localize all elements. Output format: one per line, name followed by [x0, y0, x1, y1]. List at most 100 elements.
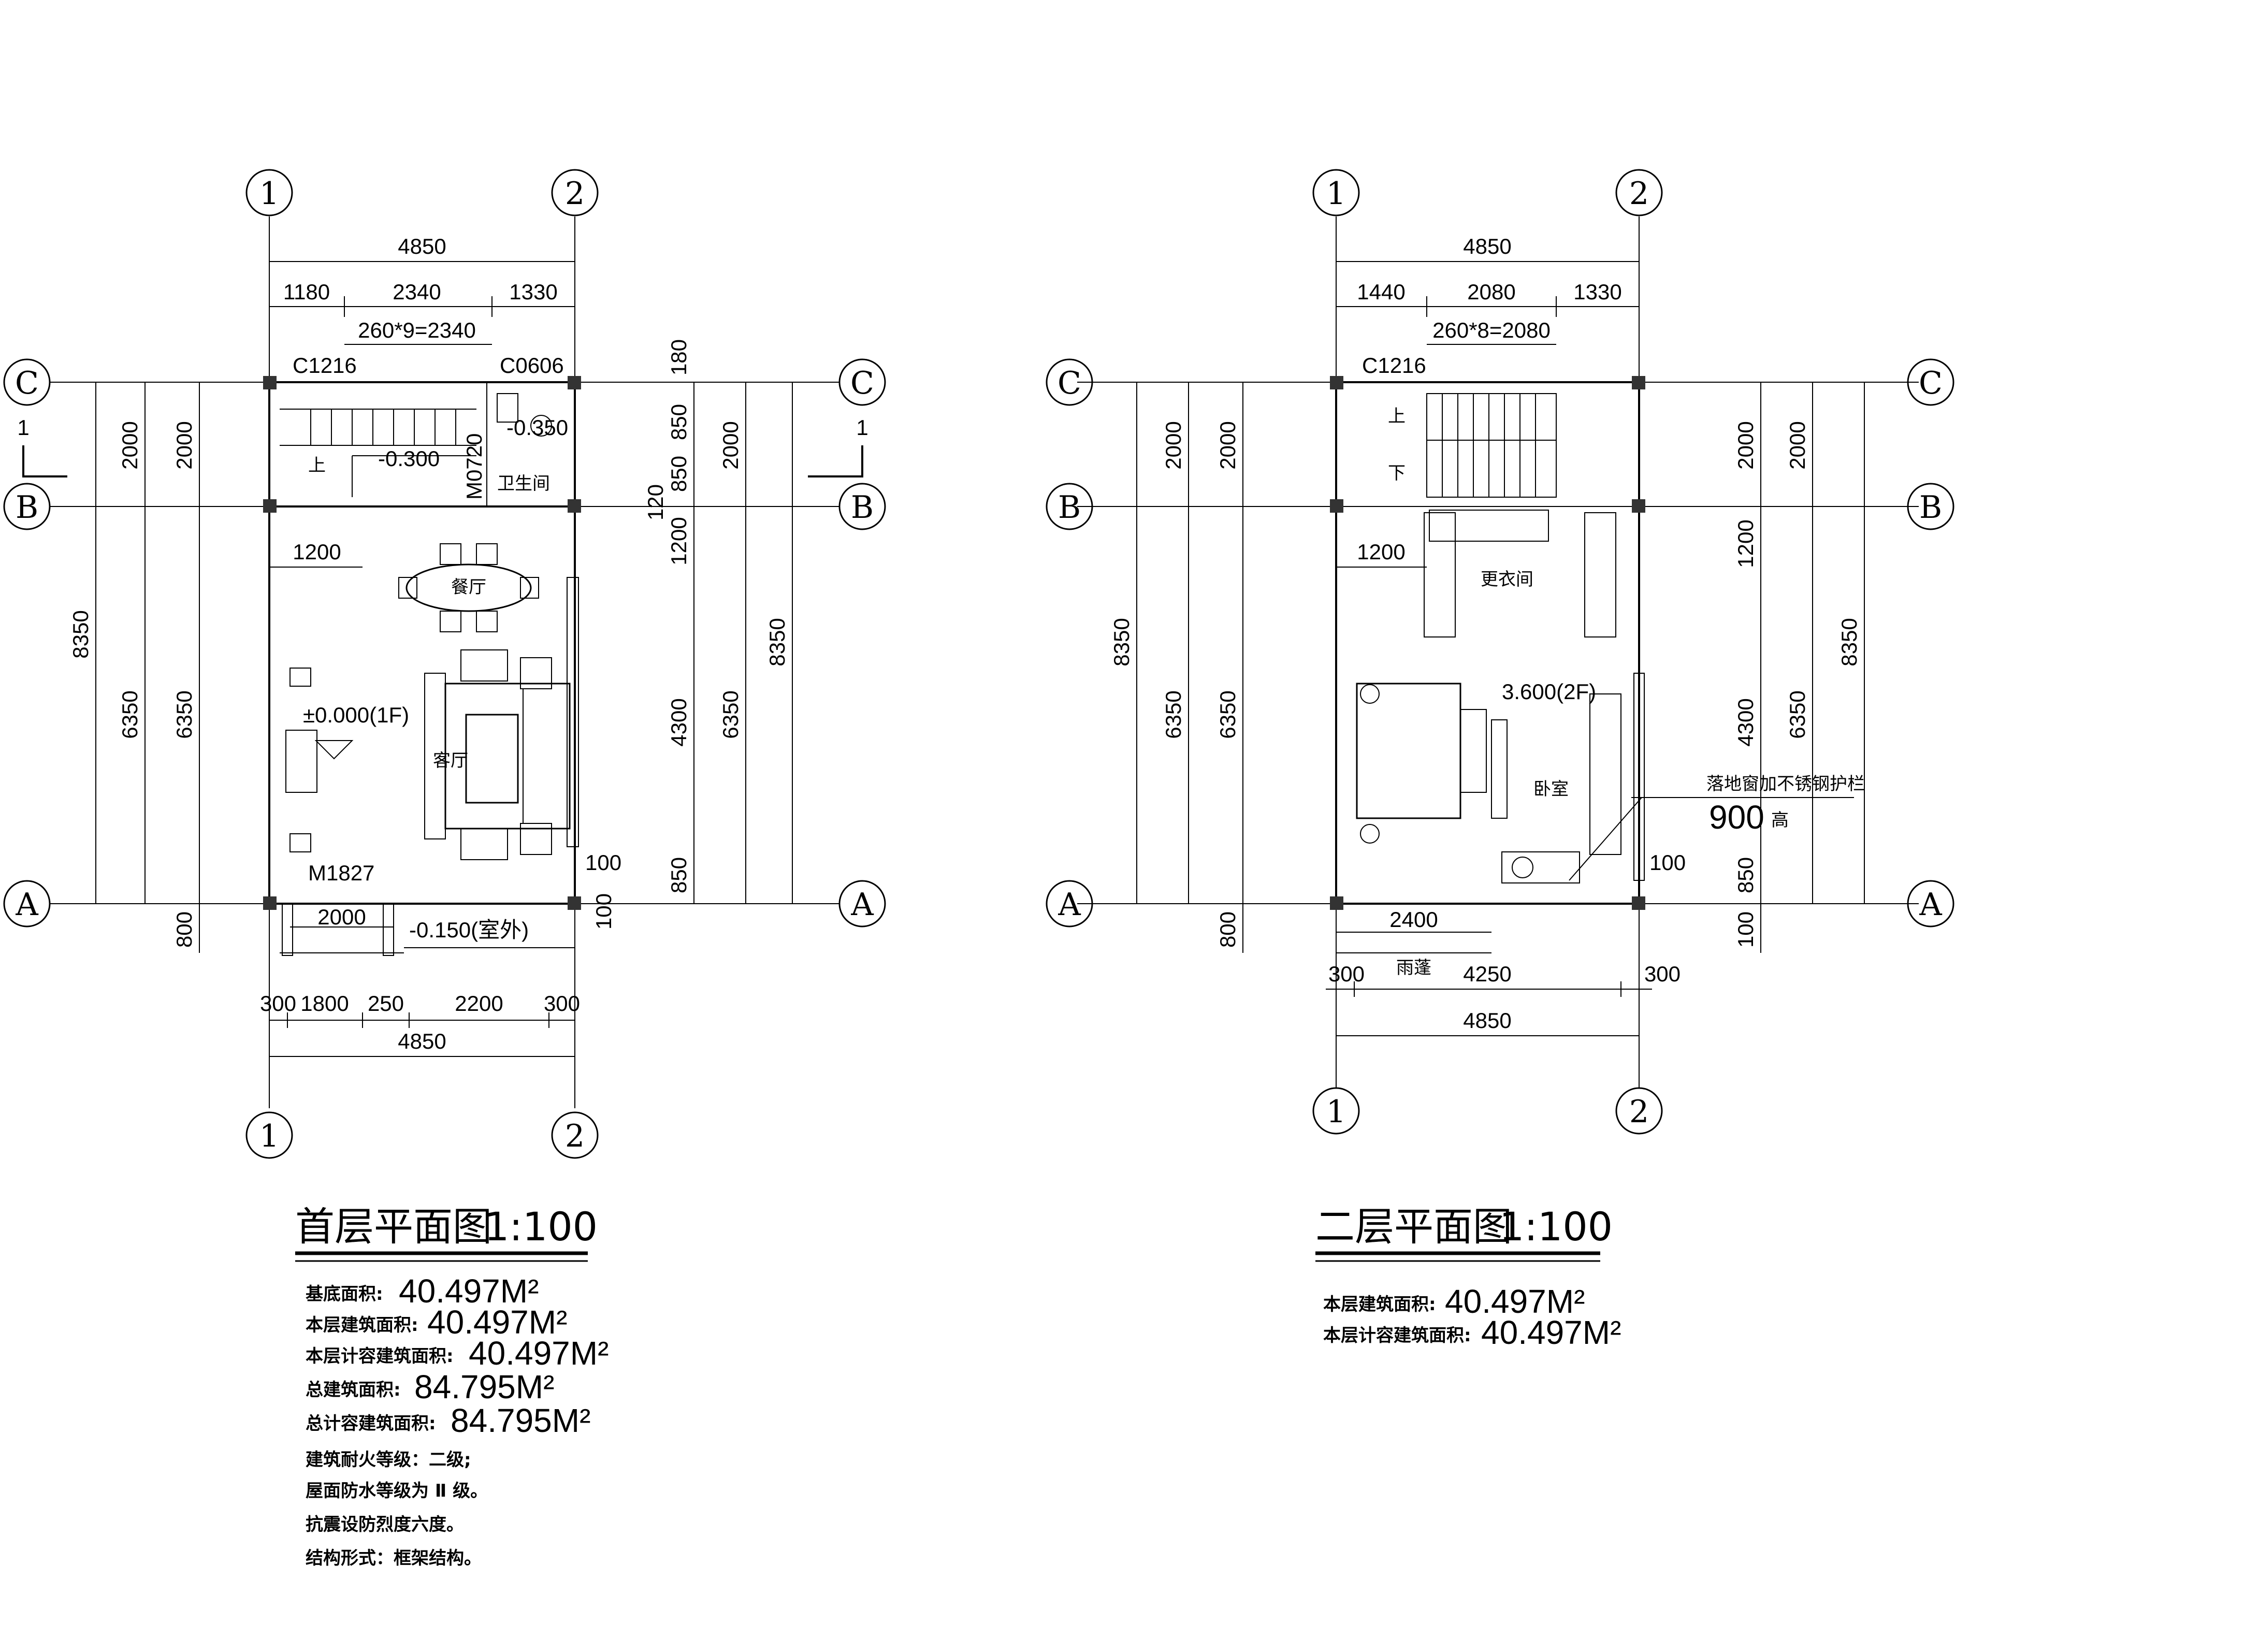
- dim-left-6350a: 6350: [118, 690, 142, 738]
- cabinet: [289, 668, 311, 687]
- dim-left-8350: 8350: [1109, 618, 1134, 666]
- elev-2f: 3.600(2F): [1502, 679, 1596, 704]
- stair-up-label: 上: [308, 455, 326, 476]
- svg-text:B: B: [16, 489, 38, 526]
- room-bedroom: 卧室: [1533, 779, 1569, 800]
- stair-up-label: 上: [1388, 406, 1406, 427]
- axis-bubble-1-bottom: 1: [1312, 1087, 1360, 1135]
- svg-text:A: A: [1919, 887, 1942, 923]
- svg-text:建筑耐火等级：二级;: 建筑耐火等级：二级;: [306, 1450, 471, 1470]
- canopy-label: 雨蓬: [1396, 958, 1431, 978]
- dim-right-8350: 8350: [1837, 618, 1861, 666]
- svg-text:1: 1: [259, 1118, 279, 1154]
- dim-2400: 2400: [1389, 907, 1438, 932]
- dim-left-8350: 8350: [68, 610, 93, 658]
- dim-top-seg1: 1440: [1357, 280, 1405, 304]
- dim-right-6350: 6350: [1785, 690, 1809, 738]
- plan1-first-floor: 1 2 1 2 C B A C: [3, 169, 886, 1569]
- dim-right-850c: 850: [667, 857, 691, 893]
- column: [263, 896, 277, 910]
- axis-bubble-2-bottom: 2: [551, 1111, 599, 1159]
- svg-text:40.497M²: 40.497M²: [427, 1303, 567, 1341]
- elev-floor: ±0.000(1F): [303, 703, 409, 727]
- axis-bubble-a-right: A: [838, 880, 886, 928]
- toilet: [497, 393, 518, 423]
- dim-left-2000b: 2000: [172, 421, 196, 469]
- section-mark-left: 1: [17, 415, 67, 477]
- wardrobe-left: [1424, 512, 1456, 637]
- dim-top-seg2: 2340: [393, 280, 441, 304]
- dim-right-2000: 2000: [718, 421, 743, 469]
- window-c1216: C1216: [1362, 353, 1426, 378]
- column: [263, 376, 277, 389]
- door-m0720: M0720: [462, 433, 486, 500]
- svg-text:本层建筑面积:: 本层建筑面积:: [1323, 1294, 1436, 1315]
- dim-right-100a: 100: [585, 850, 621, 875]
- dim-left-6350a: 6350: [1161, 690, 1185, 738]
- svg-text:C: C: [1919, 365, 1943, 401]
- exterior-wall: [1335, 381, 1640, 905]
- svg-text:2: 2: [1629, 1094, 1649, 1130]
- dim-2000: 2000: [317, 905, 366, 929]
- dim-1200: 1200: [1357, 540, 1405, 564]
- dim-right-100b: 100: [1733, 911, 1758, 948]
- dim-left-800: 800: [172, 911, 196, 948]
- stair-down-label: 下: [1388, 463, 1406, 484]
- svg-text:40.497M²: 40.497M²: [1481, 1314, 1621, 1351]
- dim-left-6350b: 6350: [1215, 690, 1240, 738]
- room-wc: 卫生间: [497, 473, 550, 494]
- dim-left-2000b: 2000: [1215, 421, 1240, 469]
- room-living: 客厅: [433, 750, 468, 771]
- desk: [1501, 851, 1580, 883]
- dim-right-2000b: 2000: [1785, 421, 1809, 469]
- dim-left-800: 800: [1215, 911, 1240, 948]
- stair-1f: [280, 409, 476, 497]
- svg-text:40.497M²: 40.497M²: [399, 1272, 539, 1310]
- dim-top-seg2: 2080: [1467, 280, 1515, 304]
- axis-bubble-1-bottom: 1: [245, 1111, 293, 1159]
- wardrobe-right: [1584, 512, 1616, 637]
- window-right: [1633, 673, 1645, 881]
- rail-height: 900: [1709, 799, 1764, 836]
- plan2-scale: 1:100: [1499, 1204, 1613, 1250]
- dim-left-2000a: 2000: [1161, 421, 1185, 469]
- dim-right-850b: 850: [667, 456, 691, 492]
- dining-table: [398, 543, 539, 632]
- axis-bubble-a-left: A: [3, 880, 51, 928]
- stair-2f: [1426, 393, 1557, 498]
- svg-text:抗震设防烈度六度。: 抗震设防烈度六度。: [306, 1514, 464, 1535]
- dim-bottom-total: 4850: [398, 1029, 446, 1053]
- dim-top-seg3: 1330: [1573, 280, 1621, 304]
- dim-right-4300: 4300: [1733, 698, 1758, 746]
- svg-text:2: 2: [565, 176, 585, 212]
- basin: [530, 415, 552, 437]
- dim-stair-formula: 260*9=2340: [358, 318, 476, 342]
- axis-bubble-b-right: B: [1907, 483, 1954, 530]
- svg-text:84.795M²: 84.795M²: [414, 1368, 554, 1405]
- rail-note: 落地窗加不锈钢护栏: [1706, 774, 1865, 794]
- svg-text:结构形式：框架结构。: 结构形式：框架结构。: [306, 1548, 482, 1569]
- dim-bottom-seg2: 1800: [300, 991, 349, 1016]
- svg-text:B: B: [851, 489, 874, 526]
- dim-top-seg3: 1330: [509, 280, 557, 304]
- window-c1216: C1216: [293, 353, 357, 378]
- axis-bubble-c-left: C: [3, 358, 51, 406]
- axis-bubble-c-right: C: [838, 358, 886, 406]
- dim-right-4300: 4300: [667, 698, 691, 746]
- dim-stair-formula: 260*8=2080: [1432, 318, 1551, 342]
- dim-left-6350b: 6350: [172, 690, 196, 738]
- axis-bubble-2-top: 2: [1615, 169, 1663, 216]
- svg-text:基底面积:: 基底面积:: [306, 1284, 383, 1305]
- exterior-wall: [268, 381, 576, 905]
- svg-text:B: B: [1058, 489, 1081, 526]
- door-m1827: M1827: [308, 861, 374, 885]
- window-right: [567, 577, 579, 847]
- plan1-title: 首层平面图: [295, 1204, 492, 1250]
- plan1-notes: 基底面积: 40.497M² 本层建筑面积: 40.497M² 本层计容建筑面积…: [306, 1272, 609, 1569]
- svg-text:84.795M²: 84.795M²: [451, 1402, 590, 1439]
- wardrobe-top: [1429, 510, 1549, 542]
- dim-bottom-seg4: 2200: [455, 991, 503, 1016]
- dim-right-850: 850: [1733, 857, 1758, 893]
- dim-bottom-seg2: 4250: [1463, 962, 1511, 986]
